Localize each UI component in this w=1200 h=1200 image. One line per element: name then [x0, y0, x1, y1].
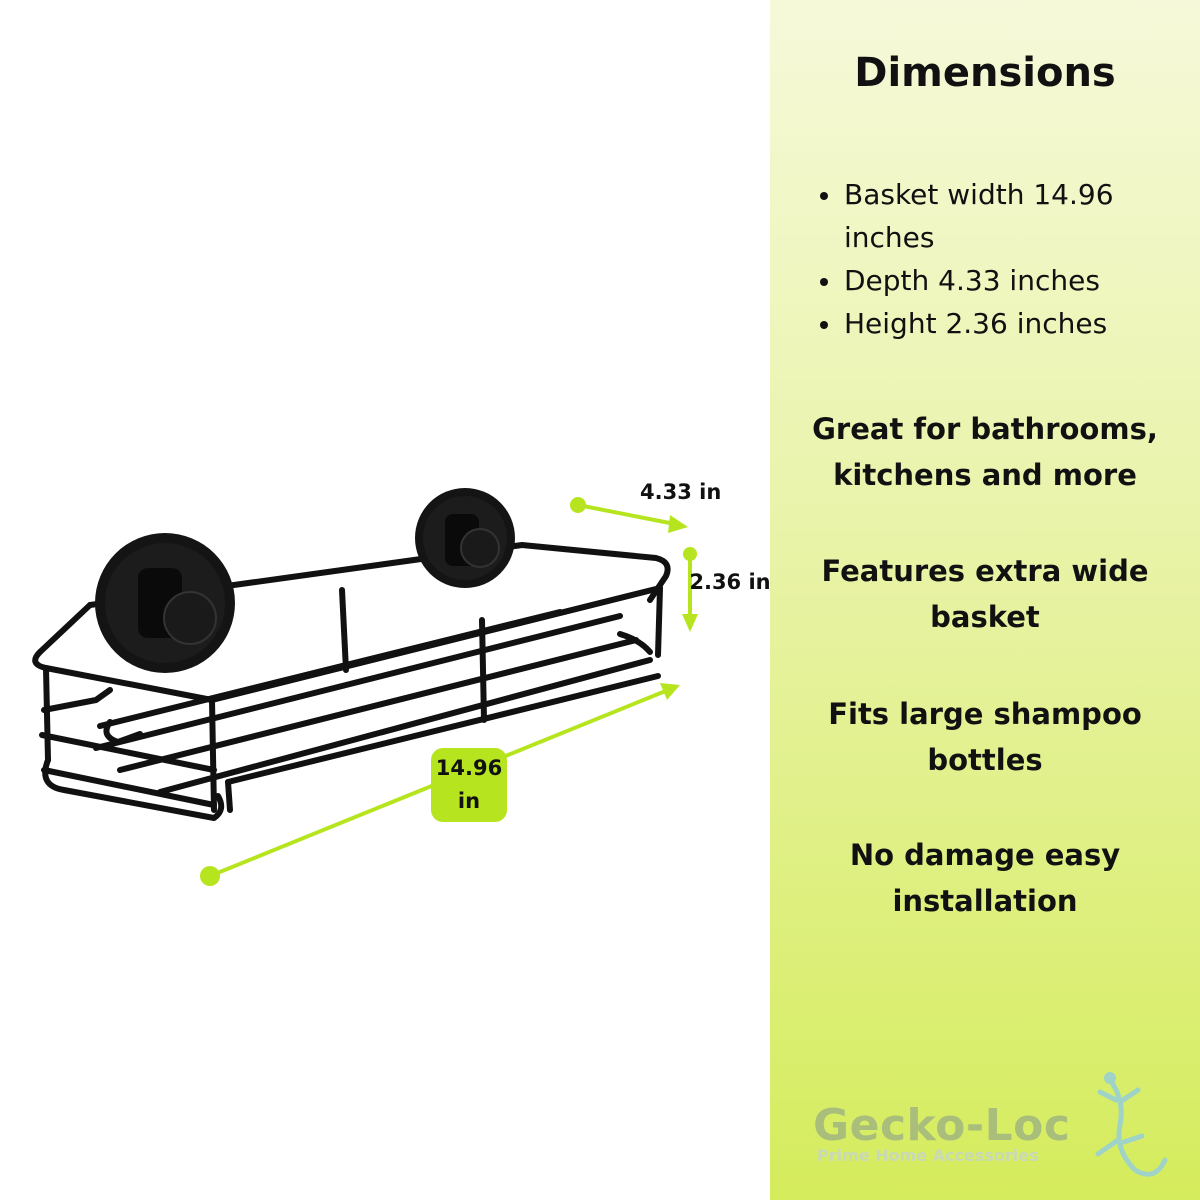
spec-list: Basket width 14.96 inches Depth 4.33 inc…	[818, 173, 1158, 345]
feature-text: Features extra wide basket	[821, 554, 1149, 634]
depth-label: 4.33 in	[640, 480, 722, 504]
spec-item: Depth 4.33 inches	[818, 259, 1158, 302]
height-arrow	[682, 547, 698, 632]
feature-text: Fits large shampoo bottles	[828, 697, 1142, 777]
info-panel: Dimensions Basket width 14.96 inches Dep…	[770, 0, 1200, 1200]
brand-logo-text: Gecko-Loc	[813, 1100, 1071, 1151]
spec-item: Basket width 14.96 inches	[818, 173, 1158, 259]
brand-tagline: Prime Home Accessories	[817, 1146, 1039, 1165]
wire-basket	[32, 542, 671, 821]
gecko-icon	[1095, 1072, 1168, 1177]
feature-text: No damage easy installation	[849, 838, 1121, 918]
feature-text: Great for bathrooms, kitchens and more	[812, 412, 1158, 492]
shower-basket-illustration	[32, 488, 698, 886]
product-image-area: 4.33 in 2.36 in 14.96 in	[32, 480, 771, 886]
width-label: 14.96 in	[431, 748, 507, 822]
depth-arrow	[570, 497, 688, 533]
spec-item: Height 2.36 inches	[818, 302, 1158, 345]
suction-cup-icon	[415, 488, 515, 588]
suction-cup-icon	[95, 533, 235, 673]
height-label: 2.36 in	[689, 570, 771, 594]
panel-title: Dimensions	[854, 50, 1116, 96]
